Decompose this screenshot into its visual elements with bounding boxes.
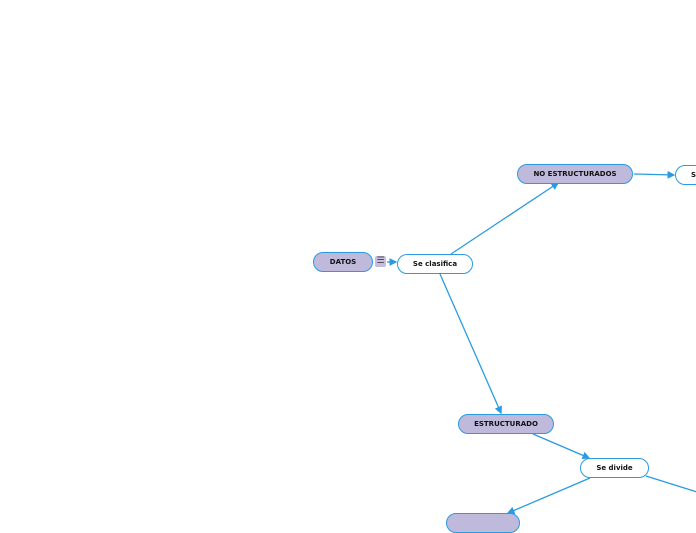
node-no-estructurados[interactable]: NO ESTRUCTURADOS bbox=[517, 164, 633, 184]
connector-lines bbox=[387, 170, 696, 515]
node-partial-right[interactable]: S bbox=[675, 165, 696, 185]
link-clasifica-noestructurados bbox=[450, 182, 560, 255]
node-label: NO ESTRUCTURADOS bbox=[533, 170, 617, 178]
node-label: ESTRUCTURADO bbox=[474, 420, 538, 428]
link-divide-right bbox=[645, 475, 696, 493]
node-se-clasifica[interactable]: Se clasifica bbox=[397, 254, 473, 274]
link-clasifica-estructurado bbox=[439, 273, 502, 415]
node-label: Se clasifica bbox=[412, 260, 458, 268]
node-label: S bbox=[691, 171, 696, 179]
node-estructurado[interactable]: ESTRUCTURADO bbox=[458, 414, 554, 434]
link-noestructurados-s bbox=[633, 170, 676, 179]
note-icon[interactable]: ☰ bbox=[375, 256, 386, 267]
node-datos[interactable]: DATOS bbox=[313, 252, 373, 272]
node-label: DATOS bbox=[329, 258, 357, 266]
link-divide-bottom bbox=[506, 477, 591, 515]
node-bottom-partial[interactable] bbox=[446, 513, 520, 533]
node-label: Se divide bbox=[596, 464, 633, 472]
node-se-divide[interactable]: Se divide bbox=[580, 458, 649, 478]
link-estructurado-divide bbox=[532, 433, 591, 460]
